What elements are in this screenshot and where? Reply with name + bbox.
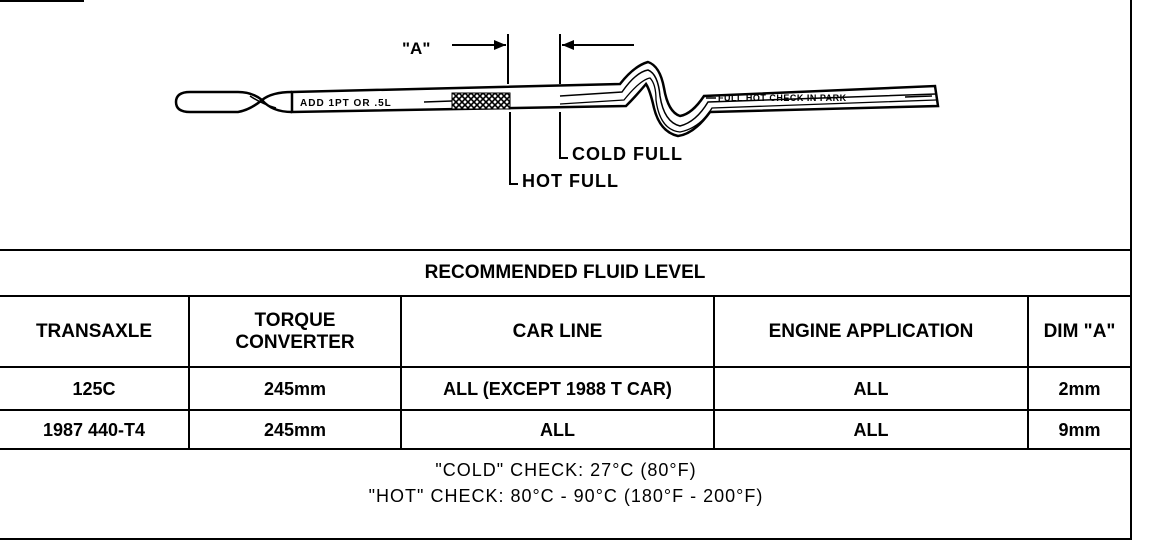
header-torque-converter: TORQUE CONVERTER [190,297,400,366]
table-row-2-transaxle: 1987 440-T4 [42,419,146,440]
dipstick-handle [174,90,264,114]
temperature-notes: "COLD" CHECK: 27°C (80°F) "HOT" CHECK: 8… [0,457,1132,509]
dim-a-label: "A" [402,39,430,58]
hot-full-label: HOT FULL [522,171,619,191]
table-row-1-engine: ALL [853,378,889,399]
table-row-1-car-line: ALL (EXCEPT 1988 T CAR) [443,378,672,399]
header-car-line: CAR LINE [512,320,603,342]
header-torque-line2: CONVERTER [235,331,355,353]
cold-check-note: "COLD" CHECK: 27°C (80°F) [435,460,697,480]
dipstick-diagram: ADD 1PT OR .5L FULL HOT CHECK IN PARK "A… [0,0,1132,250]
table-row-1-torque: 245mm [263,378,327,399]
cold-full-label: COLD FULL [572,144,683,164]
hot-check-note: "HOT" CHECK: 80°C - 90°C (180°F - 200°F) [368,486,764,506]
table-row-2-torque: 245mm [263,419,327,440]
header-torque-line1: TORQUE [254,309,336,331]
fluid-level-table: RECOMMENDED FLUID LEVEL TRANSAXLE TORQUE… [0,249,1132,540]
dipstick-text-add: ADD 1PT OR .5L [300,98,392,109]
cold-full-leader [559,112,568,159]
table-row-1-dim: 2mm [1058,378,1101,399]
table-row-2-engine: ALL [853,419,889,440]
table-row-2-car-line: ALL [540,419,575,440]
header-engine-application: ENGINE APPLICATION [768,320,974,342]
table-row-2-dim: 9mm [1058,419,1101,440]
header-transaxle: TRANSAXLE [35,320,153,342]
table-title: RECOMMENDED FLUID LEVEL [424,262,706,283]
dipstick-text-full-hot: FULL HOT CHECK IN PARK [718,93,847,103]
table-row-1-transaxle: 125C [72,378,116,399]
hot-full-leader [509,112,518,185]
dipstick-blade [290,60,940,138]
hatched-fluid-zone [451,92,511,110]
header-dim-a: DIM "A" [1043,320,1116,342]
